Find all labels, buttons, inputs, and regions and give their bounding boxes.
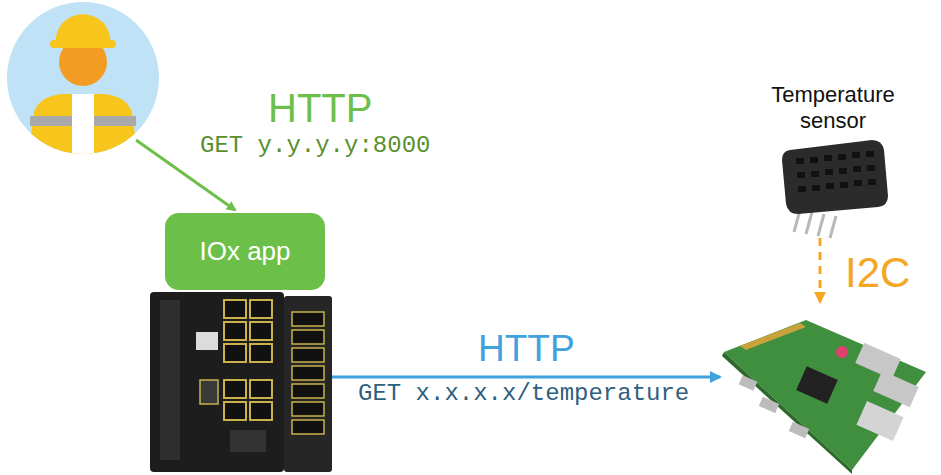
- protocol-label: HTTP: [268, 88, 372, 128]
- sensor-illustration: [825, 169, 833, 175]
- sensor-illustration: [796, 158, 804, 164]
- http-arrow: [332, 376, 720, 379]
- raspberry-pi-board: [856, 401, 903, 441]
- raspberry-pi-board: [873, 371, 918, 407]
- switch-device: [224, 322, 246, 340]
- sensor-illustration: [838, 154, 846, 160]
- protocol-label-text: HTTP: [478, 328, 575, 369]
- sensor-illustration: [798, 186, 806, 192]
- raspberry-pi-board: [739, 375, 758, 391]
- sensor-illustration: [854, 180, 862, 186]
- request-label-text: GET y.y.y.y:8000: [200, 132, 430, 159]
- switch-device: [160, 300, 180, 460]
- switch-device: [250, 322, 272, 340]
- sensor-illustration: [794, 210, 836, 238]
- request-label: GET x.x.x.x/temperature: [358, 382, 689, 406]
- raspberry-pi-board: [836, 346, 848, 358]
- worker-avatar: [28, 14, 138, 164]
- i2c-arrow: [819, 238, 822, 302]
- switch-device: [292, 330, 324, 344]
- sensor-illustration: [826, 183, 834, 189]
- switch-device: [150, 292, 284, 472]
- switch-device: [224, 402, 246, 420]
- sensor-illustration: [853, 166, 861, 172]
- raspberry-pi-board: [759, 397, 780, 413]
- protocol-label-text: HTTP: [268, 86, 372, 130]
- sensor-illustration: [812, 185, 820, 191]
- raspberry-pi-board: [722, 352, 852, 474]
- app-box: IOx app: [165, 213, 325, 290]
- request-label-text: GET x.x.x.x/temperature: [358, 380, 689, 407]
- worker-avatar: [72, 94, 94, 164]
- worker-avatar: [30, 116, 136, 126]
- sensor-illustration: [810, 157, 818, 163]
- worker-avatar: [55, 14, 111, 44]
- switch-device: [150, 292, 332, 472]
- raspberry-pi-board: [722, 320, 926, 474]
- switch-device: [292, 420, 324, 434]
- switch-device: [292, 312, 324, 326]
- device-label-text: Temperature sensor: [771, 82, 895, 133]
- switch-device: [250, 300, 272, 318]
- sensor-illustration: [840, 182, 848, 188]
- sensor-illustration: [782, 140, 888, 214]
- switch-device: [196, 332, 218, 350]
- sensor-illustration: [796, 151, 876, 192]
- switch-device: [292, 402, 324, 416]
- raspberry-pi-board: [740, 323, 806, 350]
- switch-device: [250, 344, 272, 362]
- sensor-illustration: [797, 172, 805, 178]
- switch-device: [292, 348, 324, 362]
- protocol-label: HTTP: [478, 330, 575, 367]
- device-label: Temperature sensor: [753, 82, 913, 135]
- sensor-illustration: [867, 165, 875, 171]
- worker-avatar: [7, 2, 159, 164]
- request-label: GET y.y.y.y:8000: [200, 134, 430, 158]
- worker-avatar: [50, 40, 116, 48]
- switch-device: [292, 366, 324, 380]
- switch-device: [224, 300, 246, 318]
- switch-device: [230, 430, 266, 452]
- sensor-illustration: [868, 179, 876, 185]
- switch-device: [224, 344, 246, 362]
- raspberry-pi-board: [855, 343, 900, 379]
- bus-label-text: I2C: [845, 249, 910, 296]
- sensor-illustration: [782, 140, 888, 238]
- switch-device: [250, 380, 272, 398]
- raspberry-pi-board: [796, 366, 838, 404]
- sensor-illustration: [824, 155, 832, 161]
- sensor-illustration: [839, 168, 847, 174]
- switch-device: [292, 384, 324, 398]
- raspberry-pi-board: [789, 422, 810, 438]
- box-text: IOx app: [199, 236, 290, 267]
- sensor-illustration: [852, 152, 860, 158]
- switch-device: [250, 402, 272, 420]
- switch-device: [224, 380, 246, 398]
- switch-device: [200, 380, 218, 404]
- bus-label: I2C: [845, 252, 910, 294]
- sensor-illustration: [811, 171, 819, 177]
- sensor-illustration: [866, 151, 874, 157]
- worker-avatar: [72, 116, 94, 126]
- switch-device: [284, 296, 332, 472]
